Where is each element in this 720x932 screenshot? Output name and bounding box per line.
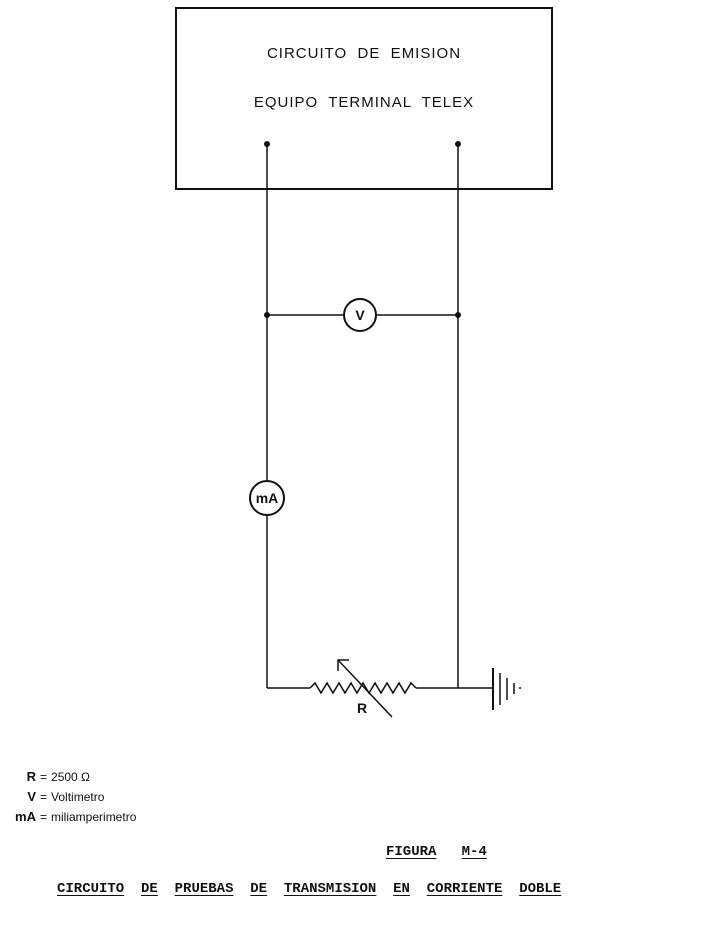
legend-symbol: V bbox=[27, 789, 36, 804]
figure-label-word: FIGURA bbox=[386, 844, 437, 860]
milliammeter-symbol bbox=[249, 480, 285, 516]
figure-label: FIGURA M-4 bbox=[386, 844, 487, 860]
caption-word: CIRCUITO bbox=[57, 881, 125, 897]
legend-symbol: mA bbox=[15, 809, 36, 824]
box-title-line1: CIRCUITO DE EMISION bbox=[267, 45, 461, 62]
milliammeter-label: mA bbox=[256, 490, 279, 506]
voltmeter-label: V bbox=[355, 307, 365, 323]
caption-word: DE bbox=[141, 881, 158, 897]
resistor-label: R bbox=[357, 700, 367, 716]
arrow-head-icon bbox=[337, 659, 349, 671]
caption-word: DE bbox=[250, 881, 268, 897]
legend-row-v: V = Voltimetro bbox=[6, 787, 136, 807]
legend: R = 2500 Ω V = Voltimetro mA = miliamper… bbox=[6, 767, 136, 827]
legend-row-ma: mA = miliamperimetro bbox=[6, 807, 136, 827]
caption-word: DOBLE bbox=[519, 881, 562, 897]
legend-description: Voltimetro bbox=[51, 790, 105, 804]
legend-equals: = bbox=[40, 810, 48, 824]
legend-symbol: R bbox=[26, 769, 36, 784]
legend-equals: = bbox=[40, 770, 48, 784]
terminal-equipment-box bbox=[175, 7, 553, 190]
legend-row-r: R = 2500 Ω bbox=[6, 767, 136, 787]
variable-resistor bbox=[309, 681, 417, 695]
box-title-line2: EQUIPO TERMINAL TELEX bbox=[254, 94, 474, 111]
caption-word: EN bbox=[393, 881, 410, 897]
voltmeter-symbol bbox=[343, 298, 377, 332]
caption-word: TRANSMISION bbox=[283, 881, 377, 897]
caption-word: CORRIENTE bbox=[426, 881, 503, 897]
legend-description: miliamperimetro bbox=[51, 810, 137, 824]
figure-caption: CIRCUITO DE PRUEBAS DE TRANSMISION EN CO… bbox=[57, 881, 561, 897]
ground-dot bbox=[519, 687, 521, 689]
resistor-adjust-arrow bbox=[337, 659, 393, 718]
caption-word: PRUEBAS bbox=[174, 881, 234, 897]
legend-description: 2500 Ω bbox=[51, 770, 91, 784]
legend-equals: = bbox=[40, 790, 48, 804]
figure-label-word: M-4 bbox=[461, 844, 487, 860]
